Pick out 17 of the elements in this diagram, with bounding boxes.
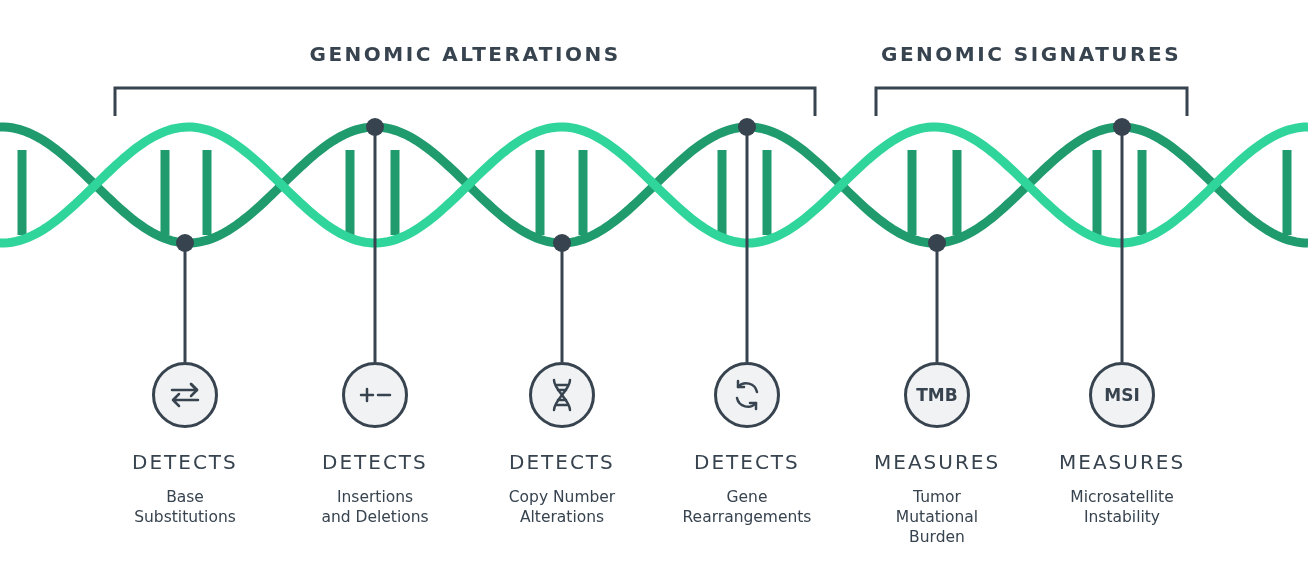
description-text: Microsatellite Instability	[1069, 487, 1175, 527]
category-label: DETECTS	[694, 450, 800, 474]
description-text: Copy Number Alterations	[507, 487, 617, 527]
category-label: DETECTS	[132, 450, 238, 474]
category-label: MEASURES	[1059, 450, 1186, 474]
description-text: Tumor Mutational Burden	[894, 487, 980, 547]
description-text: Gene Rearrangements	[681, 487, 813, 527]
abbreviation-badge: TMB	[904, 362, 970, 428]
abbreviation-badge: MSI	[1089, 362, 1155, 428]
dna-helix-drawing	[0, 118, 1308, 252]
group-heading: GENOMIC ALTERATIONS	[309, 42, 621, 66]
category-label: MEASURES	[874, 450, 1001, 474]
category-label: DETECTS	[322, 450, 428, 474]
category-label: DETECTS	[509, 450, 615, 474]
group-heading: GENOMIC SIGNATURES	[881, 42, 1182, 66]
description-text: Insertions and Deletions	[320, 487, 430, 527]
description-text: Base Substitutions	[133, 487, 237, 527]
